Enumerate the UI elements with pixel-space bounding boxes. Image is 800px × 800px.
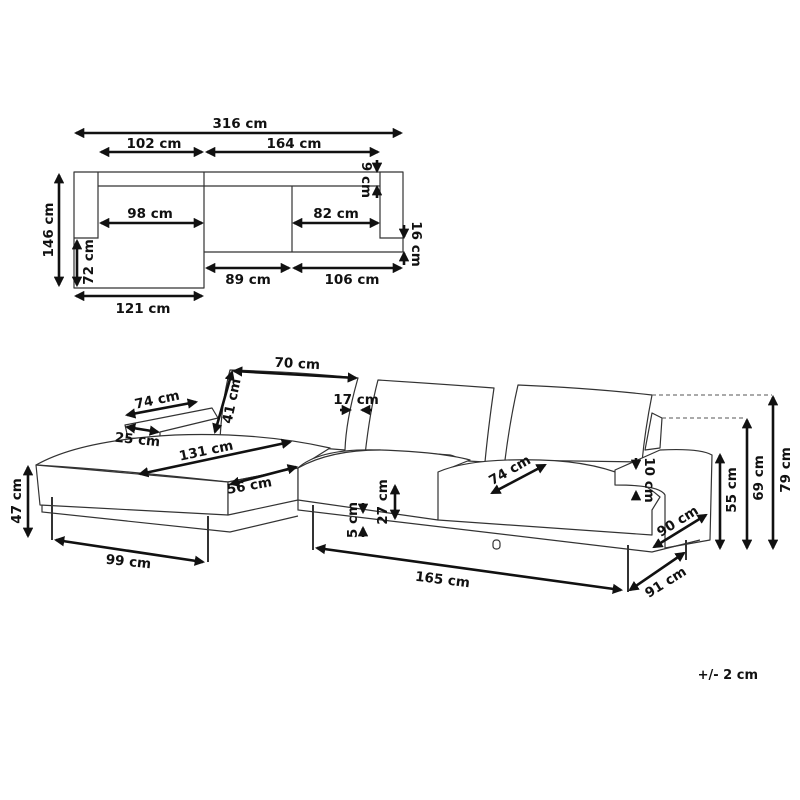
back-cushion-right	[504, 384, 653, 463]
label-overall-width: 316 cm	[213, 116, 268, 132]
label-chaise-module: 102 cm	[127, 136, 182, 152]
label-middle-seat-width: 89 cm	[225, 272, 271, 288]
label-arm-total-height: 55 cm	[724, 467, 740, 513]
label-seat-cushion-height: 27 cm	[375, 479, 391, 525]
label-arm-width: 25 cm	[114, 430, 161, 451]
label-back-depth-rot: 9 cm	[358, 162, 374, 198]
label-chaise-seat-depth: 56 cm	[225, 474, 273, 498]
label-chaise-leg-span: 99 cm	[105, 552, 152, 573]
dim-99	[53, 536, 206, 566]
label-right-section-width: 106 cm	[325, 272, 380, 288]
label-ground-clearance: 5 cm	[345, 502, 361, 538]
dim-165	[314, 543, 624, 595]
label-back-height: 69 cm	[751, 455, 767, 501]
dim-41	[212, 369, 235, 435]
plan-left-arm	[74, 172, 99, 239]
label-arm-height: 10 cm	[641, 457, 657, 503]
label-cushion-width: 70 cm	[274, 355, 320, 373]
chaise-base	[41, 505, 299, 533]
dim-25	[124, 423, 161, 436]
right-arm-back	[644, 412, 663, 451]
seat-cushion-left	[297, 449, 471, 521]
label-chaise-extension: 72 cm	[81, 239, 97, 285]
center-foot	[492, 539, 501, 550]
dim-91	[628, 551, 686, 592]
dim-90	[652, 513, 708, 549]
dim-74-arm	[124, 398, 199, 419]
dim-131	[137, 438, 293, 478]
back-cushion-left	[364, 379, 495, 463]
dim-70	[231, 366, 359, 383]
dim-56	[228, 464, 299, 487]
perspective-view: 70 cm 41 cm 74 cm 25 cm 131 cm 56 cm 47 …	[9, 355, 794, 602]
label-sofa-module: 164 cm	[267, 136, 322, 152]
label-overall-depth: 146 cm	[41, 203, 57, 258]
label-right-seat-width: 82 cm	[313, 206, 359, 222]
dim-74-seat	[490, 463, 547, 495]
plan-view: 316 cm 164 cm 102 cm 164 cm 98 cm 82 cm …	[41, 116, 424, 317]
label-chaise-seat-width: 98 cm	[127, 206, 173, 222]
label-arm-offset: 16 cm	[408, 221, 424, 267]
label-cushion-depth: 17 cm	[333, 392, 379, 408]
plan-outline	[73, 171, 404, 289]
label-total-height: 79 cm	[778, 447, 794, 493]
tolerance-note: +/- 2 cm	[698, 668, 758, 683]
label-leg-span: 165 cm	[414, 569, 470, 592]
label-chaise-width: 121 cm	[116, 301, 171, 317]
label-base-depth: 91 cm	[642, 564, 689, 602]
label-seat-height: 47 cm	[9, 478, 25, 524]
